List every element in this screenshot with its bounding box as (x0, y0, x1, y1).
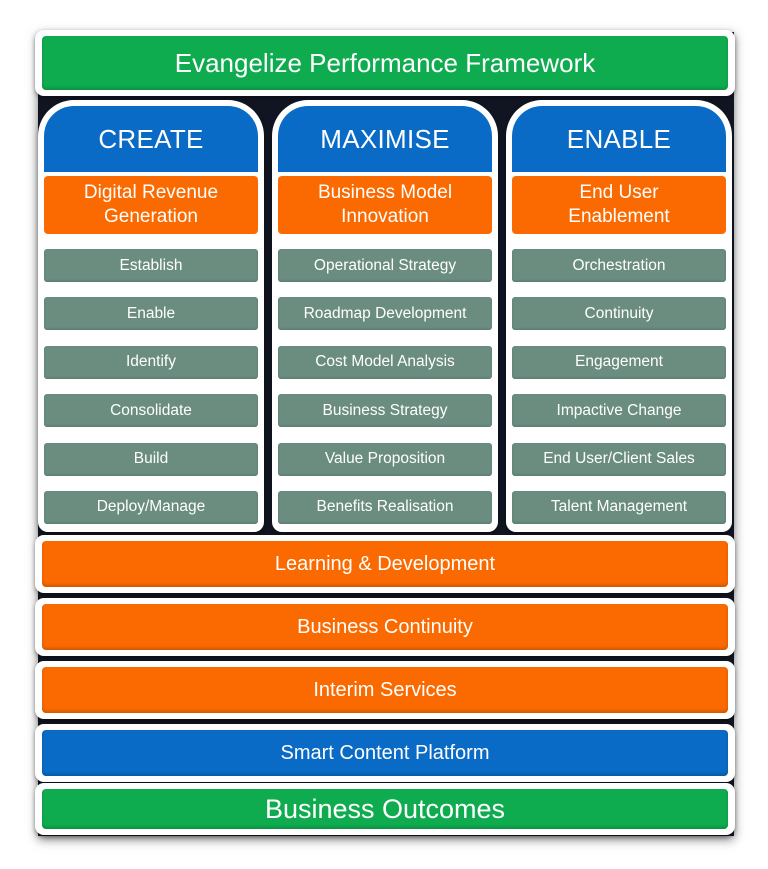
list-item: Consolidate (44, 394, 258, 428)
framework-title: Evangelize Performance Framework (42, 36, 728, 90)
column-heading: CREATE (44, 106, 258, 172)
list-item: Business Strategy (278, 394, 492, 428)
layer-label: Smart Content Platform (42, 730, 728, 776)
list-item: Roadmap Development (278, 297, 492, 331)
list-item: Enable (44, 297, 258, 331)
list-item: Benefits Realisation (278, 490, 492, 524)
list-item: Operational Strategy (278, 249, 492, 282)
list-item: Impactive Change (512, 394, 726, 428)
list-item: End User/Client Sales (512, 442, 726, 476)
layer-label: Interim Services (42, 667, 728, 713)
column-maximise: MAXIMISE Business Model Innovation Opera… (272, 100, 498, 532)
column-item-list: Orchestration Continuity Engagement Impa… (512, 249, 726, 539)
column-subheading: End User Enablement (512, 176, 726, 234)
outcome-label: Business Outcomes (42, 789, 728, 829)
column-heading: MAXIMISE (278, 106, 492, 172)
list-item: Orchestration (512, 249, 726, 282)
column-subheading: Digital Revenue Generation (44, 176, 258, 234)
list-item: Build (44, 442, 258, 476)
title-bar: Evangelize Performance Framework (35, 30, 735, 96)
layer-learning-development: Learning & Development (35, 535, 735, 593)
list-item: Continuity (512, 297, 726, 331)
list-item: Value Proposition (278, 442, 492, 476)
layer-interim-services: Interim Services (35, 661, 735, 719)
list-item: Engagement (512, 345, 726, 379)
column-item-list: Operational Strategy Roadmap Development… (278, 249, 492, 539)
layer-label: Learning & Development (42, 541, 728, 587)
outcome-bar: Business Outcomes (35, 783, 735, 835)
list-item: Deploy/Manage (44, 490, 258, 524)
layer-smart-content-platform: Smart Content Platform (35, 724, 735, 782)
column-create: CREATE Digital Revenue Generation Establ… (38, 100, 264, 532)
layer-business-continuity: Business Continuity (35, 598, 735, 656)
column-enable: ENABLE End User Enablement Orchestration… (506, 100, 732, 532)
list-item: Identify (44, 345, 258, 379)
column-subheading: Business Model Innovation (278, 176, 492, 234)
column-item-list: Establish Enable Identify Consolidate Bu… (44, 249, 258, 539)
list-item: Establish (44, 249, 258, 282)
column-heading: ENABLE (512, 106, 726, 172)
list-item: Cost Model Analysis (278, 345, 492, 379)
layer-label: Business Continuity (42, 604, 728, 650)
list-item: Talent Management (512, 490, 726, 524)
